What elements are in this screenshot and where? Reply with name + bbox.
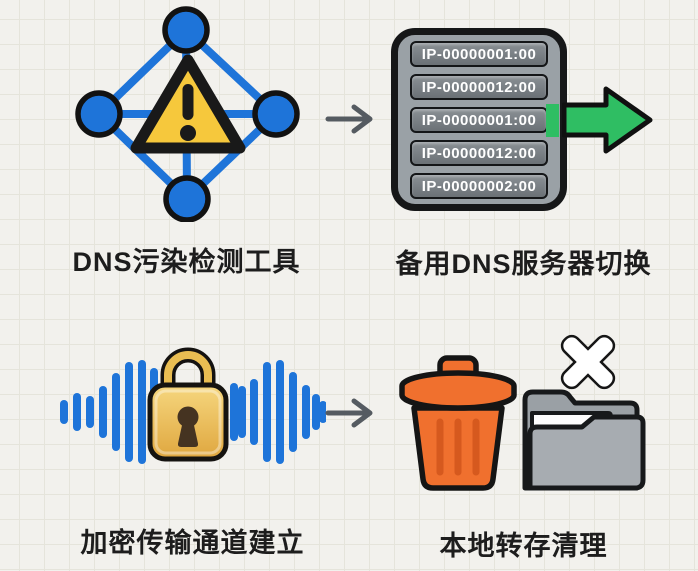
network-warning-icon — [75, 6, 300, 222]
trash-lid — [399, 370, 517, 411]
network-node — [162, 6, 210, 54]
network-node — [75, 90, 123, 138]
trash-ridges — [436, 418, 480, 476]
flow-arrow-icon — [325, 398, 373, 428]
network-node — [252, 90, 300, 138]
step-cleanup — [396, 350, 520, 494]
waveform-left — [60, 360, 158, 464]
ip-entry: IP-00000001:00 — [410, 106, 548, 133]
step-label: DNS污染检测工具 — [72, 247, 301, 277]
waveform-lock-icon — [60, 347, 326, 464]
step-label: 本地转存清理 — [439, 531, 608, 561]
switch-highlight — [546, 104, 559, 137]
folder-x-icon — [522, 334, 646, 491]
step-label: 备用DNS服务器切换 — [395, 249, 652, 279]
step-dns-detection — [70, 4, 305, 222]
keyhole — [177, 406, 199, 428]
step-label: 加密传输通道建立 — [80, 528, 305, 558]
network-node — [163, 175, 211, 222]
dns-server-list-icon: IP-00000001:00 IP-00000012:00 IP-0000000… — [391, 28, 567, 211]
ip-entry: IP-00000002:00 — [410, 172, 548, 199]
waveform-right — [230, 360, 326, 464]
flow-arrow-icon — [325, 104, 373, 134]
folder-front-panel — [527, 414, 646, 491]
warning-triangle-icon — [130, 54, 246, 154]
folder-delete — [520, 330, 652, 498]
lock-icon — [147, 347, 229, 462]
ip-entry: IP-00000012:00 — [410, 139, 548, 166]
green-switch-arrow-icon — [562, 86, 653, 154]
x-mark-icon — [560, 334, 616, 390]
ip-entry: IP-00000001:00 — [410, 40, 548, 67]
trash-can-icon — [399, 355, 517, 491]
step-encrypted-channel — [56, 328, 326, 493]
ip-entry: IP-00000012:00 — [410, 73, 548, 100]
